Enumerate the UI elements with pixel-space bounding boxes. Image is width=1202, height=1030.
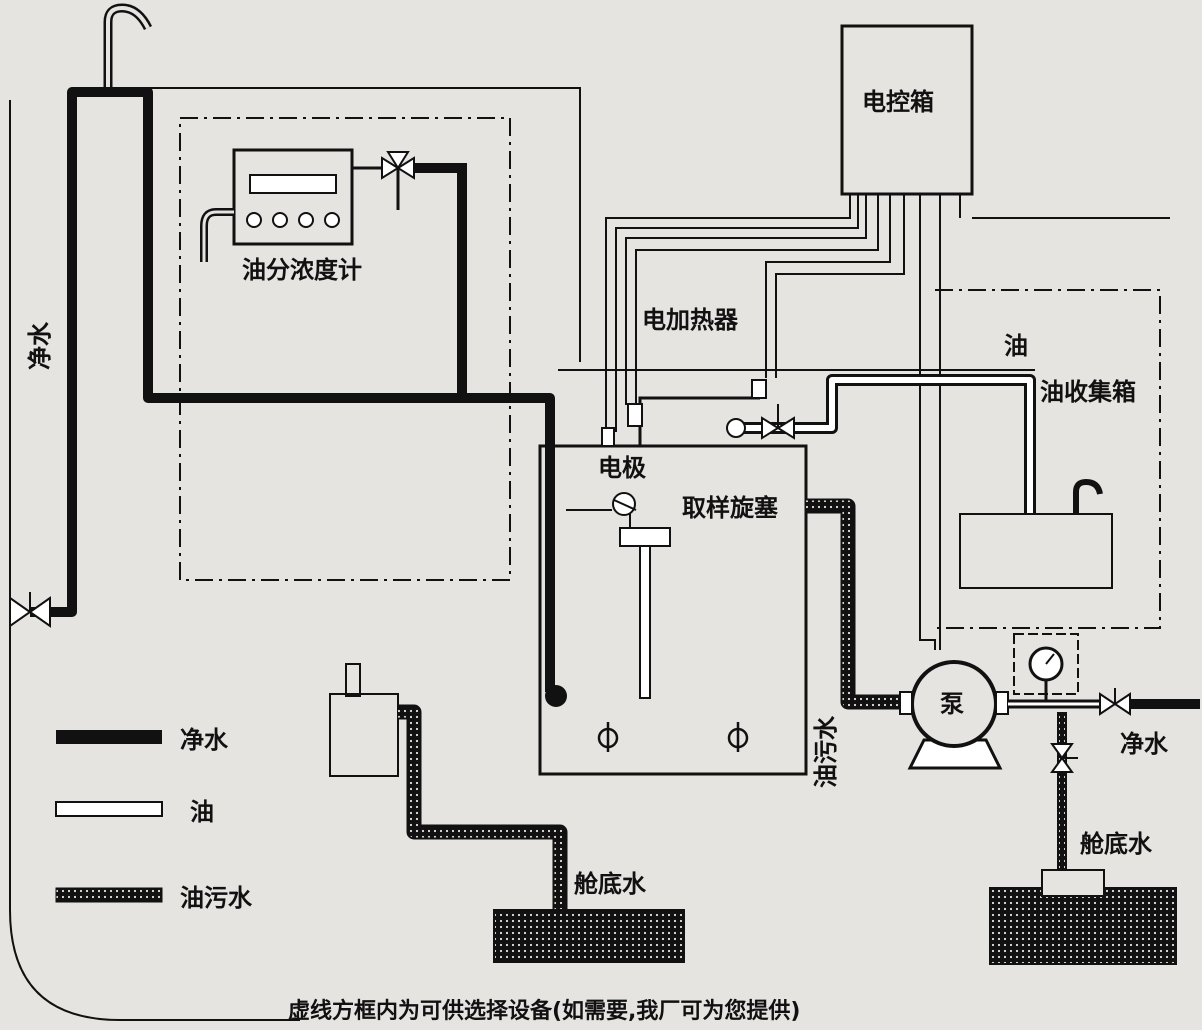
label-oily-water-vertical: 油污水: [812, 715, 840, 788]
label-bilge-water-right: 舱底水: [1080, 830, 1153, 858]
label-sampling-cock: 取样旋塞: [682, 494, 778, 522]
oily-water-pipe-right: [806, 498, 905, 710]
label-bilge-water-left: 舱底水: [574, 870, 647, 898]
filter-element: [619, 527, 671, 547]
label-electrode: 电极: [598, 454, 646, 482]
oil-meter-display: [249, 174, 337, 194]
collector-faucet: [1073, 478, 1103, 514]
separator-tank: [538, 444, 808, 776]
oil-meter: [232, 148, 354, 246]
oil-meter-drain: [200, 208, 234, 262]
pump-base: [907, 738, 1003, 770]
top-frame-line: [120, 87, 581, 362]
legend-oil-label: 油: [190, 798, 214, 826]
control-wires: [605, 194, 961, 650]
oil-collector-dashed-box: [935, 289, 1161, 629]
oil-collector-tank: [959, 513, 1113, 589]
label-oil-meter: 油分浓度计: [242, 256, 362, 284]
sampling-box-left: [329, 693, 399, 777]
label-control-box: 电控箱: [862, 88, 934, 116]
heater-coil-icons: [597, 722, 749, 752]
label-oil-collector: 油收集箱: [1040, 378, 1136, 406]
legend-clean-label: 净水: [180, 726, 229, 754]
label-electric-heater: 电加热器: [642, 306, 739, 334]
meter-feed-pipe: [415, 163, 467, 398]
legend-oily-label: 油污水: [180, 884, 253, 912]
strainer-right: [1041, 869, 1105, 897]
bilge-pipe-left: [398, 704, 568, 910]
clean-water-pipe: [30, 87, 555, 692]
legend-oil-swatch: [55, 801, 163, 817]
legend-oily-swatch: [55, 887, 163, 903]
label-pump: 泵: [940, 690, 964, 718]
pipe-outlet: [545, 685, 567, 707]
outer-frame-line: [9, 100, 300, 1021]
label-clean-water-left: 净水: [26, 321, 54, 370]
three-way-valve-icon: [381, 151, 415, 180]
caption: 虚线方框内为可供选择设备(如需要,我厂可为您提供): [288, 998, 800, 1024]
optional-equipment-box: [179, 117, 511, 581]
legend-clean-swatch: [56, 730, 162, 744]
control-box: [840, 24, 974, 196]
electrode-icon: [601, 427, 615, 447]
bilge-tank-left: [493, 909, 685, 963]
bilge-tank-right: [989, 887, 1177, 965]
tank-top-nozzle: [638, 396, 760, 446]
label-oil: 油: [1004, 332, 1028, 360]
label-clean-water-right: 净水: [1120, 730, 1169, 758]
sampling-cock-icon: [726, 418, 746, 438]
